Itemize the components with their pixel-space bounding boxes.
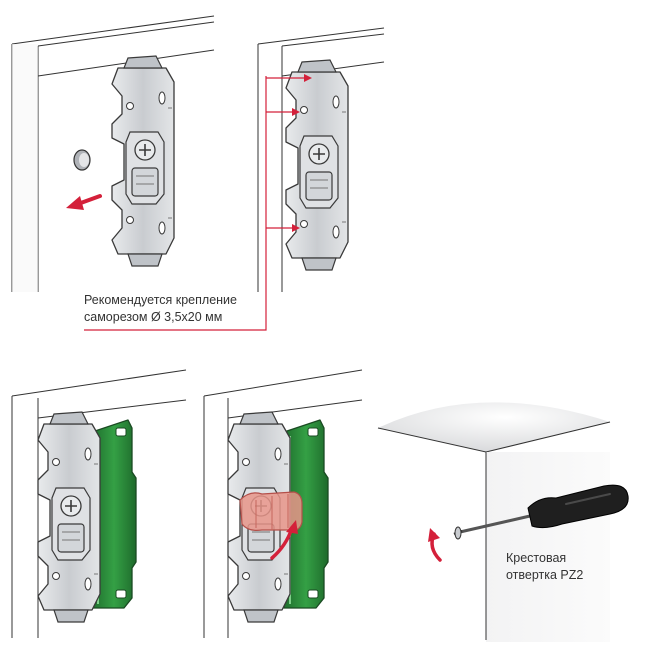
screwdriver-label-line-2: отвертка PZ2 <box>506 568 584 582</box>
panel-step-3 <box>11 369 187 638</box>
lock-lever <box>239 491 303 531</box>
screwdriver-label-line-1: Крестовая <box>506 551 567 565</box>
panel-step-1 <box>11 15 215 292</box>
screwdriver-label: Крестовая отвертка PZ2 <box>506 550 583 584</box>
hinge-plate <box>37 411 101 623</box>
screw-position-leader <box>84 74 312 331</box>
panel-step-2 <box>84 27 385 331</box>
panel-step-5 <box>377 402 629 642</box>
screwdriver-icon <box>453 484 629 540</box>
rotate-arrow-icon <box>428 528 442 562</box>
mounting-label-line-2: саморезом Ø 3,5x20 мм <box>84 310 223 324</box>
hinge-plate <box>285 59 349 271</box>
arrow-left-icon <box>66 194 102 210</box>
screw-hole-icon <box>73 149 91 171</box>
mounting-recommendation-label: Рекомендуется крепление саморезом Ø 3,5x… <box>84 292 237 326</box>
panel-step-4 <box>203 369 363 638</box>
mounting-label-line-1: Рекомендуется крепление <box>84 293 237 307</box>
hinge-plate <box>111 55 175 267</box>
rotate-arrow-icon <box>270 520 298 560</box>
